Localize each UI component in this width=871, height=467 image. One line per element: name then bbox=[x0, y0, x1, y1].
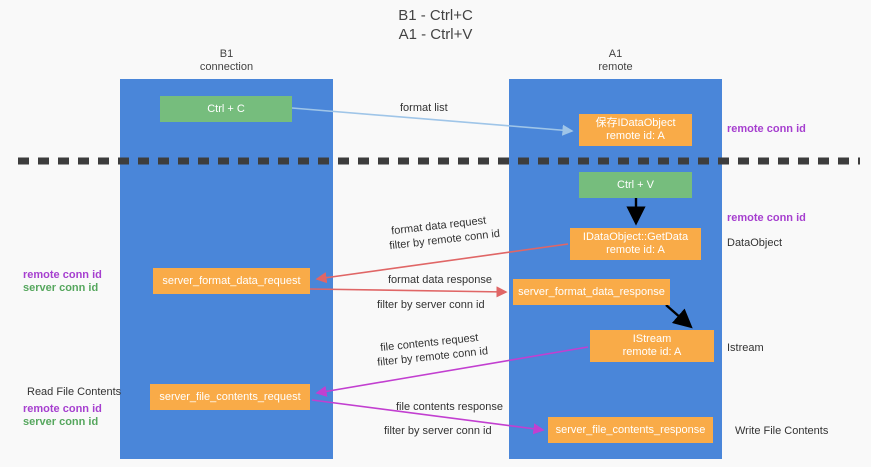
filter-prefix: filter by bbox=[377, 299, 416, 311]
filter-prefix: filter by bbox=[376, 352, 417, 369]
annotation-write-file-contents: Write File Contents bbox=[735, 425, 829, 437]
node-server-format-data-response[interactable]: server_format_data_response bbox=[513, 279, 670, 305]
column-header-b1: B1 connection bbox=[120, 48, 333, 74]
page-title: B1 - Ctrl+C A1 - Ctrl+V bbox=[0, 6, 871, 44]
arrow-format-data-response bbox=[309, 286, 508, 298]
node-server-format-data-request-label: server_format_data_request bbox=[162, 274, 301, 287]
filter-key-server-conn-id: server conn id bbox=[422, 425, 492, 437]
column-header-b1-role: connection bbox=[199, 61, 254, 73]
node-idataobject-getdata[interactable]: IDataObject::GetData remote id: A bbox=[570, 228, 701, 260]
filter-key-server-conn-id: server conn id bbox=[415, 299, 485, 311]
node-istream-line2: remote id: A bbox=[622, 346, 682, 358]
annotation-left-remote-conn-id-bottom: remote conn id bbox=[23, 403, 102, 415]
edge-label-file-contents-response: file contents response bbox=[396, 401, 504, 413]
node-server-format-data-response-label: server_format_data_response bbox=[518, 285, 665, 298]
filter-prefix: filter by bbox=[388, 235, 429, 253]
filter-prefix: filter by bbox=[384, 425, 423, 437]
node-idataobject-getdata-line1: IDataObject::GetData bbox=[582, 231, 689, 243]
node-server-file-contents-response[interactable]: server_file_contents_response bbox=[548, 417, 713, 443]
column-header-b1-name: B1 bbox=[219, 48, 234, 60]
node-ctrl-c[interactable]: Ctrl + C bbox=[160, 96, 292, 122]
node-server-file-contents-request-label: server_file_contents_request bbox=[159, 390, 301, 403]
title-line-1: B1 - Ctrl+C bbox=[398, 7, 473, 24]
node-server-file-contents-request[interactable]: server_file_contents_request bbox=[150, 384, 310, 410]
title-line-2: A1 - Ctrl+V bbox=[398, 26, 473, 43]
node-ctrl-v-label: Ctrl + V bbox=[617, 178, 654, 191]
annotation-remote-conn-id-mid: remote conn id bbox=[727, 212, 806, 224]
annotation-dataobject: DataObject bbox=[727, 237, 783, 249]
node-ctrl-v[interactable]: Ctrl + V bbox=[579, 172, 692, 198]
edge-label-file-contents-response-filter: filter by server conn id bbox=[384, 424, 492, 438]
node-istream-line1: IStream bbox=[632, 333, 672, 345]
column-header-a1-name: A1 bbox=[608, 48, 623, 60]
edge-label-format-data-response: format data response bbox=[388, 274, 492, 286]
annotation-left-remote-conn-id-mid: remote conn id bbox=[23, 269, 102, 281]
annotation-read-file-contents: Read File Contents bbox=[27, 386, 122, 398]
annotation-istream: Istream bbox=[727, 342, 764, 354]
node-istream[interactable]: IStream remote id: A bbox=[590, 330, 714, 362]
column-header-a1-role: remote bbox=[598, 61, 633, 73]
annotation-remote-conn-id-top: remote conn id bbox=[727, 123, 806, 135]
node-ctrl-c-label: Ctrl + C bbox=[207, 102, 245, 115]
node-server-file-contents-response-label: server_file_contents_response bbox=[555, 423, 706, 436]
annotation-left-server-conn-id-bottom: server conn id bbox=[23, 416, 99, 428]
node-save-idataobject[interactable]: 保存IDataObject remote id: A bbox=[579, 114, 692, 146]
node-idataobject-getdata-line2: remote id: A bbox=[606, 244, 665, 256]
node-save-idataobject-line2: remote id: A bbox=[606, 130, 665, 142]
column-header-a1: A1 remote bbox=[509, 48, 722, 74]
annotation-left-server-conn-id-mid: server conn id bbox=[23, 282, 99, 294]
node-server-format-data-request[interactable]: server_format_data_request bbox=[153, 268, 310, 294]
node-save-idataobject-line1: 保存IDataObject bbox=[595, 117, 676, 129]
edge-label-format-data-response-filter: filter by server conn id bbox=[377, 298, 485, 312]
edge-label-format-list: format list bbox=[400, 102, 448, 114]
